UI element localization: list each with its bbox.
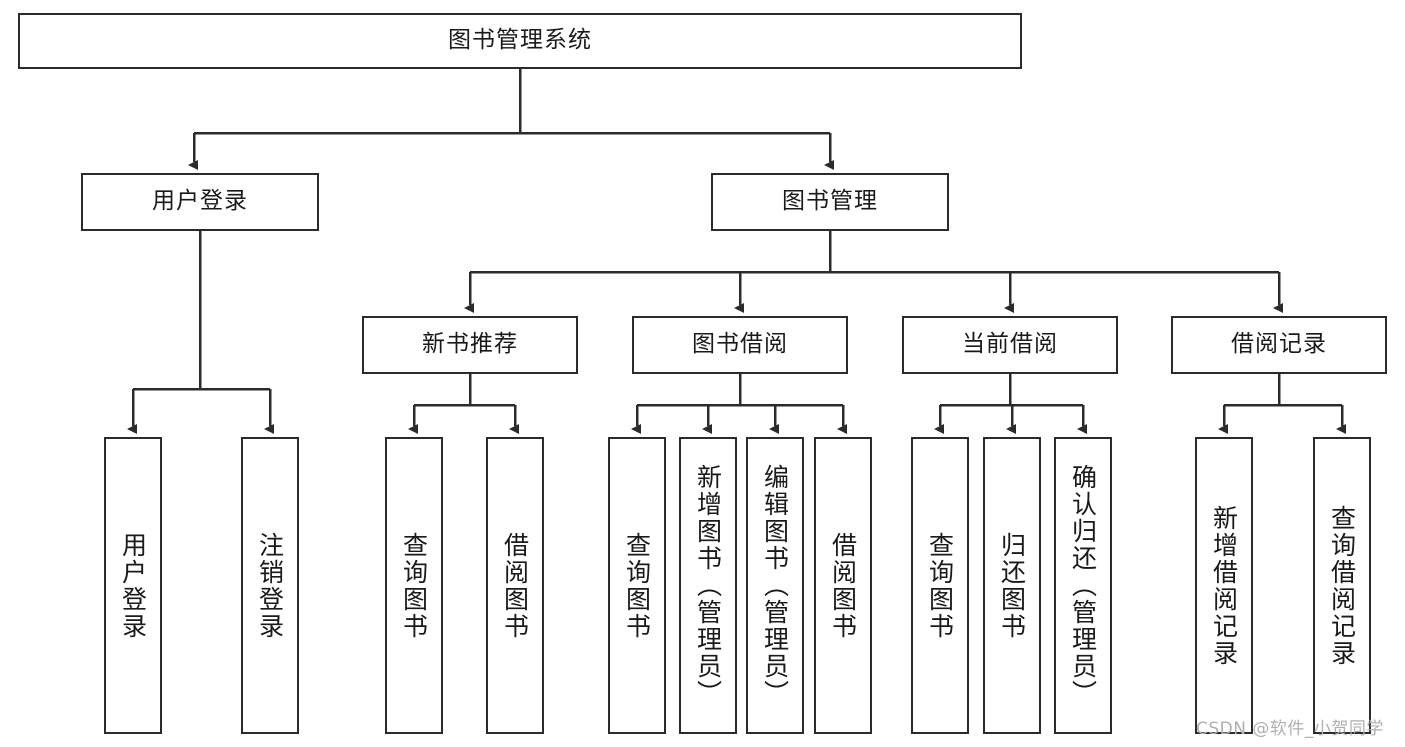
node-label: 用户登录 xyxy=(152,188,248,215)
node-label: 新增图书（管理员） xyxy=(693,464,723,707)
node-label: 确认归还（管理员） xyxy=(1068,464,1098,707)
node-leaf-new-query[interactable]: 查询图书 xyxy=(385,437,443,734)
node-records[interactable]: 借阅记录 xyxy=(1171,316,1387,374)
node-label: 查询图书 xyxy=(925,531,955,640)
node-label: 当前借阅 xyxy=(962,331,1058,358)
node-bookmgmt[interactable]: 图书管理 xyxy=(711,173,949,231)
node-leaf-borrow-query[interactable]: 查询图书 xyxy=(608,437,666,734)
node-leaf-user-logout[interactable]: 注销登录 xyxy=(241,437,299,734)
node-leaf-borrow-add[interactable]: 新增图书（管理员） xyxy=(679,437,737,734)
node-leaf-cur-query[interactable]: 查询图书 xyxy=(911,437,969,734)
node-leaf-cur-return[interactable]: 归还图书 xyxy=(983,437,1041,734)
node-label: 借阅图书 xyxy=(500,531,530,640)
node-label: 编辑图书（管理员） xyxy=(760,464,790,707)
node-leaf-rec-add[interactable]: 新增借阅记录 xyxy=(1195,437,1253,734)
node-label: 查询图书 xyxy=(399,531,429,640)
node-label: 用户登录 xyxy=(118,531,148,640)
node-label: 图书管理 xyxy=(782,188,878,215)
edge-paths xyxy=(127,69,1346,434)
node-label: 图书借阅 xyxy=(692,331,788,358)
node-login[interactable]: 用户登录 xyxy=(81,173,319,231)
node-label: 借阅记录 xyxy=(1231,331,1327,358)
node-label: 查询图书 xyxy=(622,531,652,640)
node-current[interactable]: 当前借阅 xyxy=(902,316,1118,374)
node-label: 查询借阅记录 xyxy=(1327,504,1357,667)
node-label: 归还图书 xyxy=(997,531,1027,640)
node-label: 图书管理系统 xyxy=(448,27,592,54)
node-root[interactable]: 图书管理系统 xyxy=(18,13,1022,69)
node-leaf-cur-confirm[interactable]: 确认归还（管理员） xyxy=(1054,437,1112,734)
node-newbook[interactable]: 新书推荐 xyxy=(362,316,578,374)
node-label: 新增借阅记录 xyxy=(1209,504,1239,667)
node-leaf-borrow-edit[interactable]: 编辑图书（管理员） xyxy=(746,437,804,734)
node-leaf-user-login[interactable]: 用户登录 xyxy=(104,437,162,734)
node-borrow[interactable]: 图书借阅 xyxy=(632,316,848,374)
node-label: 新书推荐 xyxy=(422,331,518,358)
node-leaf-rec-query[interactable]: 查询借阅记录 xyxy=(1313,437,1371,734)
node-label: 借阅图书 xyxy=(828,531,858,640)
node-leaf-borrow-lend[interactable]: 借阅图书 xyxy=(814,437,872,734)
node-leaf-new-borrow[interactable]: 借阅图书 xyxy=(486,437,544,734)
node-label: 注销登录 xyxy=(255,531,285,640)
